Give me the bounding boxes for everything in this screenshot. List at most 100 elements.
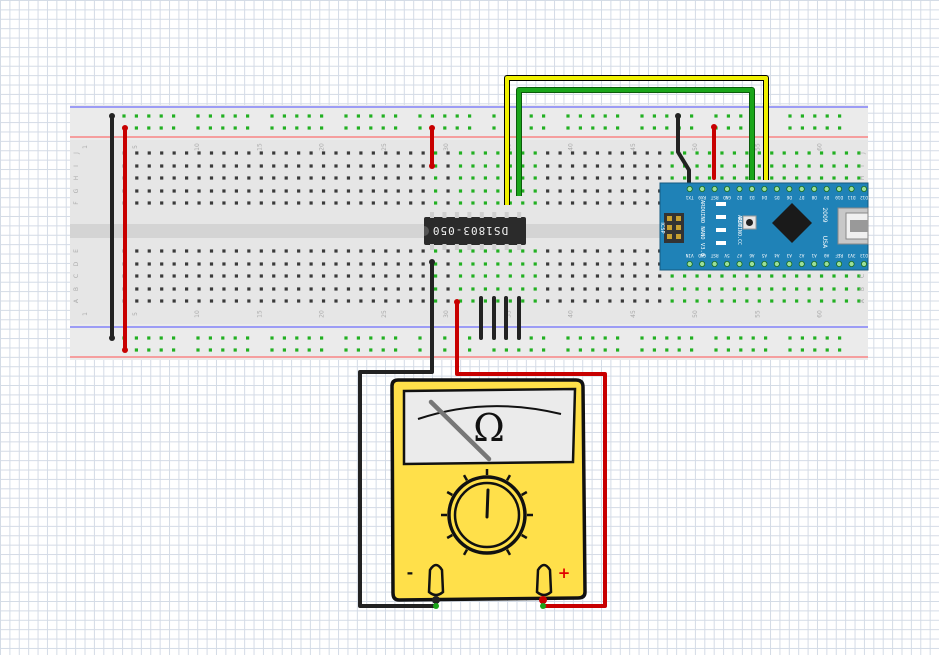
breadboard-hole[interactable]	[259, 274, 263, 278]
breadboard-hole[interactable]	[795, 151, 799, 155]
breadboard-hole[interactable]	[359, 189, 363, 193]
breadboard-hole[interactable]	[483, 189, 487, 193]
breadboard-hole[interactable]	[764, 336, 768, 340]
breadboard-hole[interactable]	[346, 274, 351, 278]
breadboard-hole[interactable]	[135, 189, 139, 193]
breadboard-hole[interactable]	[147, 348, 151, 352]
breadboard-hole[interactable]	[233, 114, 237, 118]
breadboard-hole[interactable]	[795, 164, 799, 168]
breadboard-hole[interactable]	[483, 176, 487, 180]
breadboard-hole[interactable]	[468, 336, 472, 340]
breadboard-hole[interactable]	[857, 274, 861, 278]
breadboard-hole[interactable]	[371, 164, 375, 168]
breadboard-hole[interactable]	[272, 299, 276, 303]
breadboard-hole[interactable]	[307, 348, 311, 352]
breadboard-hole[interactable]	[496, 287, 500, 291]
breadboard-hole[interactable]	[546, 274, 550, 278]
arduino-pin[interactable]	[848, 185, 855, 192]
breadboard-hole[interactable]	[720, 164, 724, 168]
breadboard-hole[interactable]	[608, 274, 612, 278]
breadboard-hole[interactable]	[209, 287, 214, 291]
breadboard-hole[interactable]	[620, 189, 624, 193]
breadboard-hole[interactable]	[757, 151, 761, 155]
breadboard-hole[interactable]	[185, 164, 189, 168]
breadboard-hole[interactable]	[616, 336, 620, 340]
breadboard-hole[interactable]	[209, 262, 214, 266]
breadboard-hole[interactable]	[233, 126, 237, 130]
breadboard-hole[interactable]	[197, 249, 201, 253]
breadboard-hole[interactable]	[458, 201, 463, 205]
breadboard-hole[interactable]	[134, 336, 138, 340]
breadboard-hole[interactable]	[234, 274, 238, 278]
breadboard-hole[interactable]	[690, 114, 694, 118]
breadboard-hole[interactable]	[726, 114, 730, 118]
breadboard-hole[interactable]	[247, 299, 251, 303]
breadboard-hole[interactable]	[309, 164, 313, 168]
arduino-pin[interactable]	[761, 260, 768, 267]
breadboard-hole[interactable]	[297, 164, 301, 168]
breadboard-hole[interactable]	[496, 164, 500, 168]
breadboard-hole[interactable]	[197, 287, 201, 291]
breadboard-hole[interactable]	[172, 176, 176, 180]
breadboard-hole[interactable]	[570, 151, 575, 155]
breadboard-hole[interactable]	[521, 262, 525, 266]
breadboard-hole[interactable]	[234, 201, 238, 205]
breadboard-hole[interactable]	[603, 348, 607, 352]
breadboard-hole[interactable]	[434, 287, 438, 291]
arduino-pin[interactable]	[736, 185, 743, 192]
breadboard-hole[interactable]	[707, 287, 712, 291]
breadboard-hole[interactable]	[640, 126, 644, 130]
breadboard-hole[interactable]	[209, 164, 214, 168]
breadboard-hole[interactable]	[209, 151, 214, 155]
breadboard-hole[interactable]	[695, 151, 699, 155]
breadboard-hole[interactable]	[284, 151, 288, 155]
breadboard-hole[interactable]	[468, 114, 472, 118]
breadboard-hole[interactable]	[508, 201, 512, 205]
breadboard-hole[interactable]	[381, 114, 385, 118]
breadboard-hole[interactable]	[707, 299, 712, 303]
breadboard-hole[interactable]	[172, 274, 176, 278]
breadboard-hole[interactable]	[658, 176, 662, 180]
breadboard-hole[interactable]	[788, 126, 792, 130]
breadboard-hole[interactable]	[720, 151, 724, 155]
breadboard-hole[interactable]	[359, 274, 363, 278]
breadboard-hole[interactable]	[652, 336, 656, 340]
breadboard-hole[interactable]	[396, 151, 400, 155]
breadboard-hole[interactable]	[270, 126, 274, 130]
breadboard-hole[interactable]	[297, 201, 301, 205]
breadboard-hole[interactable]	[222, 262, 226, 266]
breadboard-hole[interactable]	[570, 201, 575, 205]
breadboard-hole[interactable]	[371, 262, 375, 266]
breadboard-hole[interactable]	[135, 287, 139, 291]
breadboard-hole[interactable]	[197, 262, 201, 266]
breadboard-hole[interactable]	[295, 348, 299, 352]
arduino-pin[interactable]	[861, 185, 868, 192]
breadboard-hole[interactable]	[496, 201, 500, 205]
breadboard-hole[interactable]	[521, 201, 525, 205]
breadboard-hole[interactable]	[185, 176, 189, 180]
breadboard-hole[interactable]	[369, 114, 373, 118]
breadboard-hole[interactable]	[222, 189, 226, 193]
breadboard-hole[interactable]	[566, 348, 570, 352]
breadboard-hole[interactable]	[409, 299, 413, 303]
breadboard-hole[interactable]	[720, 287, 724, 291]
arduino-pin[interactable]	[786, 185, 793, 192]
breadboard-hole[interactable]	[135, 164, 139, 168]
breadboard-hole[interactable]	[764, 348, 768, 352]
breadboard-hole[interactable]	[185, 274, 189, 278]
breadboard-hole[interactable]	[247, 262, 251, 266]
breadboard-hole[interactable]	[857, 151, 861, 155]
breadboard-hole[interactable]	[707, 151, 712, 155]
breadboard-hole[interactable]	[334, 176, 338, 180]
breadboard-hole[interactable]	[185, 299, 189, 303]
breadboard-hole[interactable]	[344, 336, 348, 340]
breadboard-hole[interactable]	[259, 189, 263, 193]
breadboard-hole[interactable]	[770, 151, 774, 155]
breadboard-hole[interactable]	[421, 201, 425, 205]
breadboard-hole[interactable]	[819, 274, 824, 278]
breadboard-hole[interactable]	[297, 249, 301, 253]
breadboard-hole[interactable]	[533, 249, 537, 253]
breadboard-hole[interactable]	[533, 274, 537, 278]
breadboard-hole[interactable]	[284, 274, 288, 278]
breadboard-hole[interactable]	[458, 189, 463, 193]
